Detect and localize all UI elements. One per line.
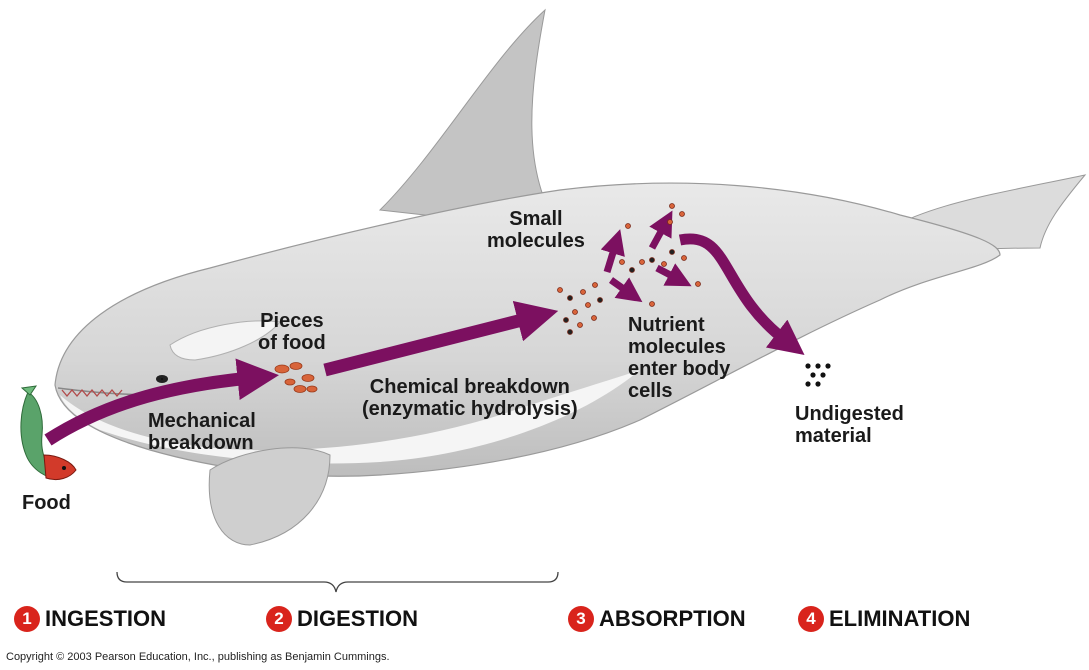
label-chemical-line1: Chemical breakdown [362,376,578,398]
label-mechanical-line1: Mechanical [148,410,256,432]
stage-name: ABSORPTION [599,606,746,632]
mouth-particle [161,378,163,380]
stage-ingestion: 1 INGESTION [14,604,166,634]
label-chemical-breakdown: Chemical breakdown (enzymatic hydrolysis… [362,376,578,420]
label-small-molecules: Small molecules [487,208,585,252]
pectoral-fin [209,448,330,545]
label-food: Food [22,492,71,514]
stage-number-badge: 3 [568,606,594,632]
stage-digestion: 2 DIGESTION [266,604,418,634]
stage-name: ELIMINATION [829,606,970,632]
label-nutrient-line4: cells [628,380,730,402]
label-small-line2: molecules [487,230,585,252]
label-undigested-material: Undigested material [795,403,904,447]
stage-number-badge: 4 [798,606,824,632]
stage-bracket [117,572,558,592]
label-pieces-line1: Pieces [258,310,326,332]
label-nutrient-line3: enter body [628,358,730,380]
stage-absorption: 3 ABSORPTION [568,604,746,634]
label-mechanical-breakdown: Mechanical breakdown [148,410,256,454]
label-nutrient-line1: Nutrient [628,314,730,336]
stage-elimination: 4 ELIMINATION [798,604,970,634]
label-nutrient-line2: molecules [628,336,730,358]
label-undigested-line2: material [795,425,904,447]
label-small-line1: Small [487,208,585,230]
stage-name: INGESTION [45,606,166,632]
stage-number-badge: 2 [266,606,292,632]
copyright-notice: Copyright © 2003 Pearson Education, Inc.… [6,651,390,663]
label-chemical-line2: (enzymatic hydrolysis) [362,398,578,420]
stage-name: DIGESTION [297,606,418,632]
label-pieces-line2: of food [258,332,326,354]
label-pieces-of-food: Pieces of food [258,310,326,354]
stage-number-badge: 1 [14,606,40,632]
label-mechanical-line2: breakdown [148,432,256,454]
label-undigested-line1: Undigested [795,403,904,425]
label-nutrient-molecules: Nutrient molecules enter body cells [628,314,730,402]
undigested-dots [805,363,830,386]
